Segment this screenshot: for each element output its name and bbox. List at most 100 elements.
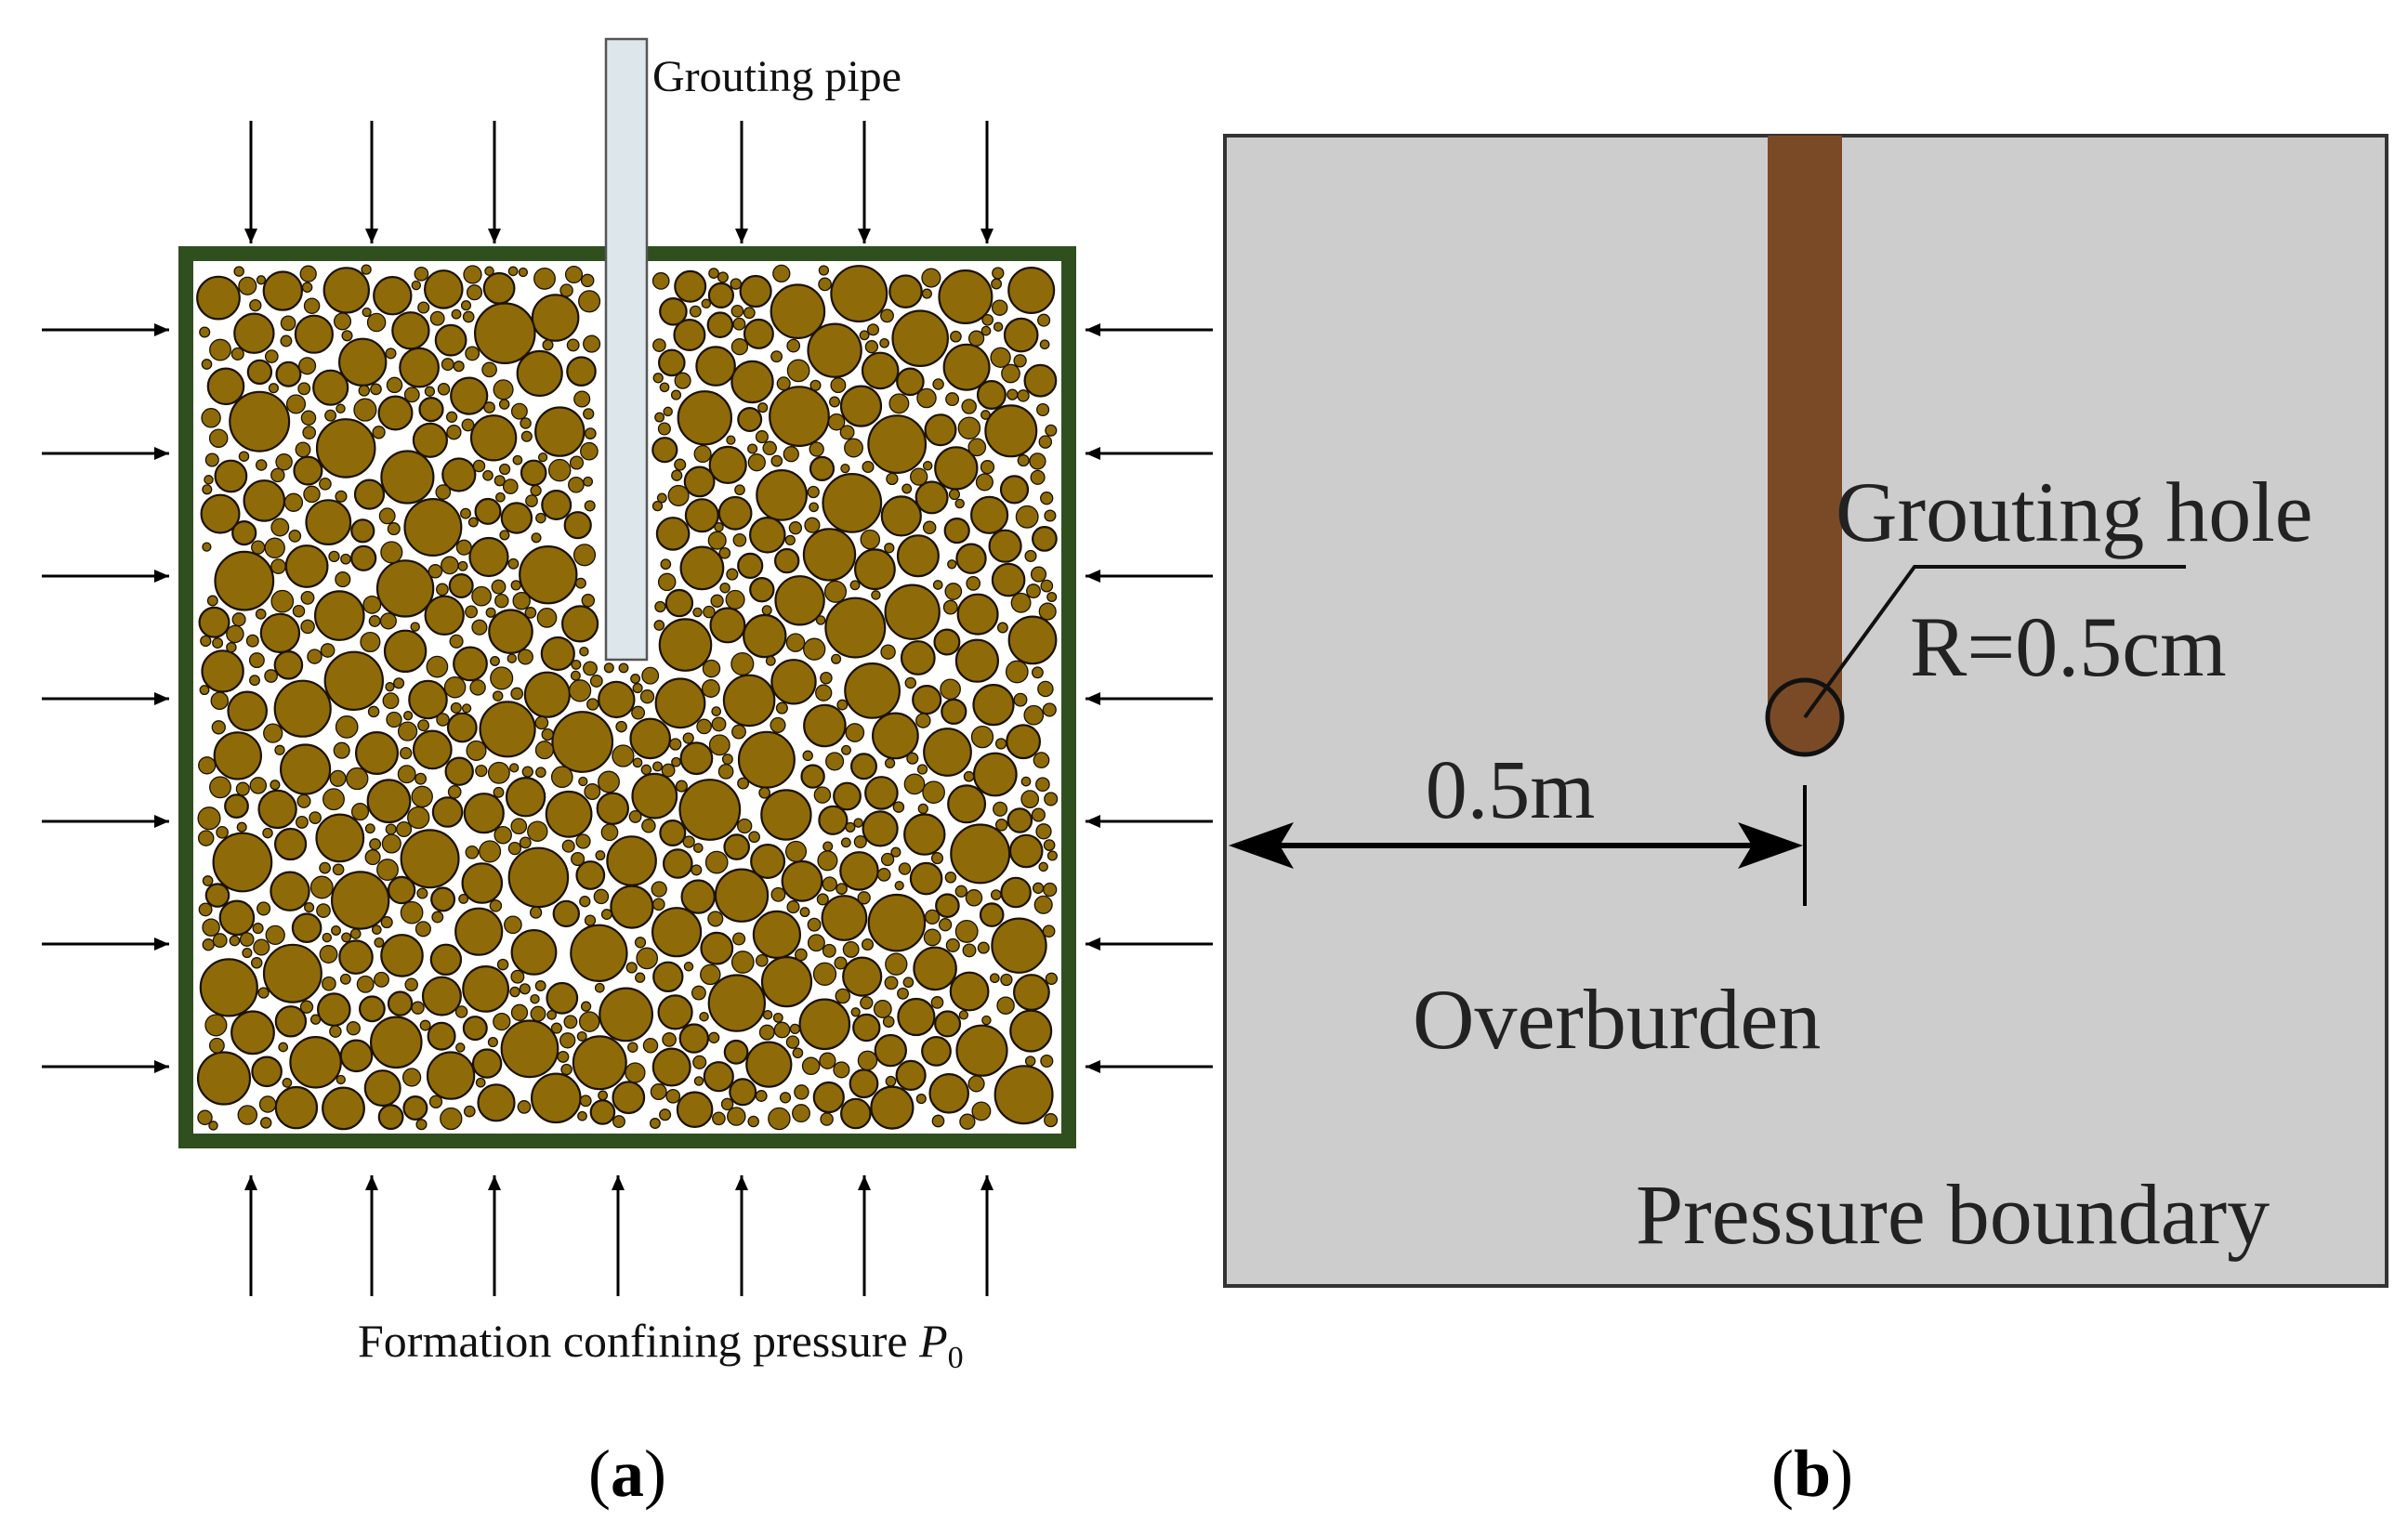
soil-particle	[1030, 566, 1047, 583]
soil-particle	[935, 893, 960, 918]
soil-particle	[853, 834, 867, 849]
soil-particle	[955, 1024, 1008, 1077]
soil-particle	[1045, 972, 1059, 985]
soil-particle	[481, 361, 497, 378]
soil-particle	[533, 267, 556, 290]
soil-particle	[798, 998, 851, 1051]
soil-particle	[765, 655, 776, 666]
soil-particle	[700, 964, 721, 986]
soil-particle	[839, 385, 883, 427]
soil-particle	[940, 678, 961, 701]
soil-particle	[411, 280, 422, 291]
soil-particle	[404, 977, 418, 991]
soil-particle	[550, 1022, 562, 1034]
soil-particle	[963, 770, 975, 782]
soil-particle	[505, 777, 546, 818]
soil-particle	[729, 1078, 757, 1107]
particle-assembly	[196, 264, 1059, 1131]
soil-particle	[268, 383, 279, 394]
soil-particle	[385, 823, 397, 835]
soil-particle	[300, 590, 315, 605]
soil-particle	[921, 268, 941, 288]
soil-particle	[264, 537, 285, 559]
soil-particle	[726, 568, 739, 581]
soil-particle	[414, 266, 429, 282]
soil-particle	[278, 1042, 289, 1053]
soil-particle	[734, 484, 745, 496]
soil-particle	[612, 744, 635, 767]
soil-particle	[1007, 615, 1058, 665]
soil-particle	[726, 435, 736, 445]
soil-particle	[1031, 666, 1044, 679]
soil-particle	[654, 677, 706, 729]
soil-particle	[890, 846, 901, 858]
soil-particle	[546, 1010, 557, 1020]
soil-particle	[989, 973, 1000, 984]
hole-leader-line	[1803, 565, 2186, 719]
soil-particle	[708, 1031, 720, 1043]
soil-particle	[708, 268, 719, 279]
soil-particle	[678, 1023, 710, 1054]
soil-particle	[568, 679, 592, 702]
soil-particle	[200, 493, 241, 534]
soil-particle	[692, 607, 703, 618]
soil-particle	[229, 935, 241, 947]
soil-particle	[679, 741, 714, 776]
soil-particle	[625, 962, 638, 974]
soil-particle	[353, 398, 377, 422]
soil-particle	[924, 909, 941, 925]
soil-particle	[651, 907, 703, 958]
soil-particle	[750, 843, 786, 879]
soil-particle	[932, 378, 944, 390]
soil-particle	[972, 683, 1015, 727]
soil-particle	[627, 1042, 638, 1053]
bottom-pressure-arrow	[735, 1175, 748, 1296]
soil-particle	[362, 307, 372, 318]
soil-particle	[732, 317, 746, 331]
soil-particle	[202, 938, 215, 951]
soil-particle	[707, 531, 727, 550]
bottom-pressure-arrow	[980, 1175, 993, 1296]
soil-particle	[499, 530, 510, 541]
soil-particle	[510, 818, 528, 835]
soil-particle	[581, 594, 596, 608]
soil-particle	[257, 789, 297, 830]
soil-particle	[319, 861, 331, 874]
soil-particle	[632, 757, 643, 768]
soil-particle	[671, 756, 681, 767]
soil-particle	[309, 875, 334, 899]
soil-particle	[463, 793, 505, 834]
soil-particle	[924, 413, 957, 447]
soil-particle	[693, 444, 712, 464]
soil-particle	[579, 896, 591, 908]
soil-particle	[975, 473, 993, 492]
soil-particle	[845, 723, 865, 742]
soil-particle	[214, 459, 248, 493]
soil-particle	[749, 577, 775, 603]
soil-particle	[680, 879, 716, 914]
soil-particle	[818, 277, 832, 292]
soil-particle	[901, 483, 913, 494]
soil-particle	[520, 430, 533, 442]
soil-particle	[947, 784, 987, 824]
soil-particle	[691, 864, 703, 876]
soil-particle	[274, 744, 285, 755]
soil-particle	[1000, 973, 1013, 987]
soil-particle	[264, 349, 279, 363]
soil-particle	[370, 383, 382, 396]
soil-particle	[712, 1111, 726, 1126]
soil-particle	[237, 1105, 258, 1125]
soil-particle	[475, 1077, 486, 1088]
soil-particle	[695, 346, 736, 387]
soil-particle	[253, 938, 270, 956]
soil-particle	[583, 334, 601, 353]
soil-particle	[572, 1035, 627, 1091]
soil-particle	[636, 947, 659, 970]
left-pressure-arrow	[42, 938, 169, 951]
soil-particle	[897, 987, 909, 1000]
soil-particle	[374, 937, 385, 948]
soil-particle	[857, 1050, 878, 1071]
soil-particle	[1031, 807, 1046, 822]
soil-particle	[441, 457, 477, 492]
soil-particle	[915, 1094, 927, 1105]
